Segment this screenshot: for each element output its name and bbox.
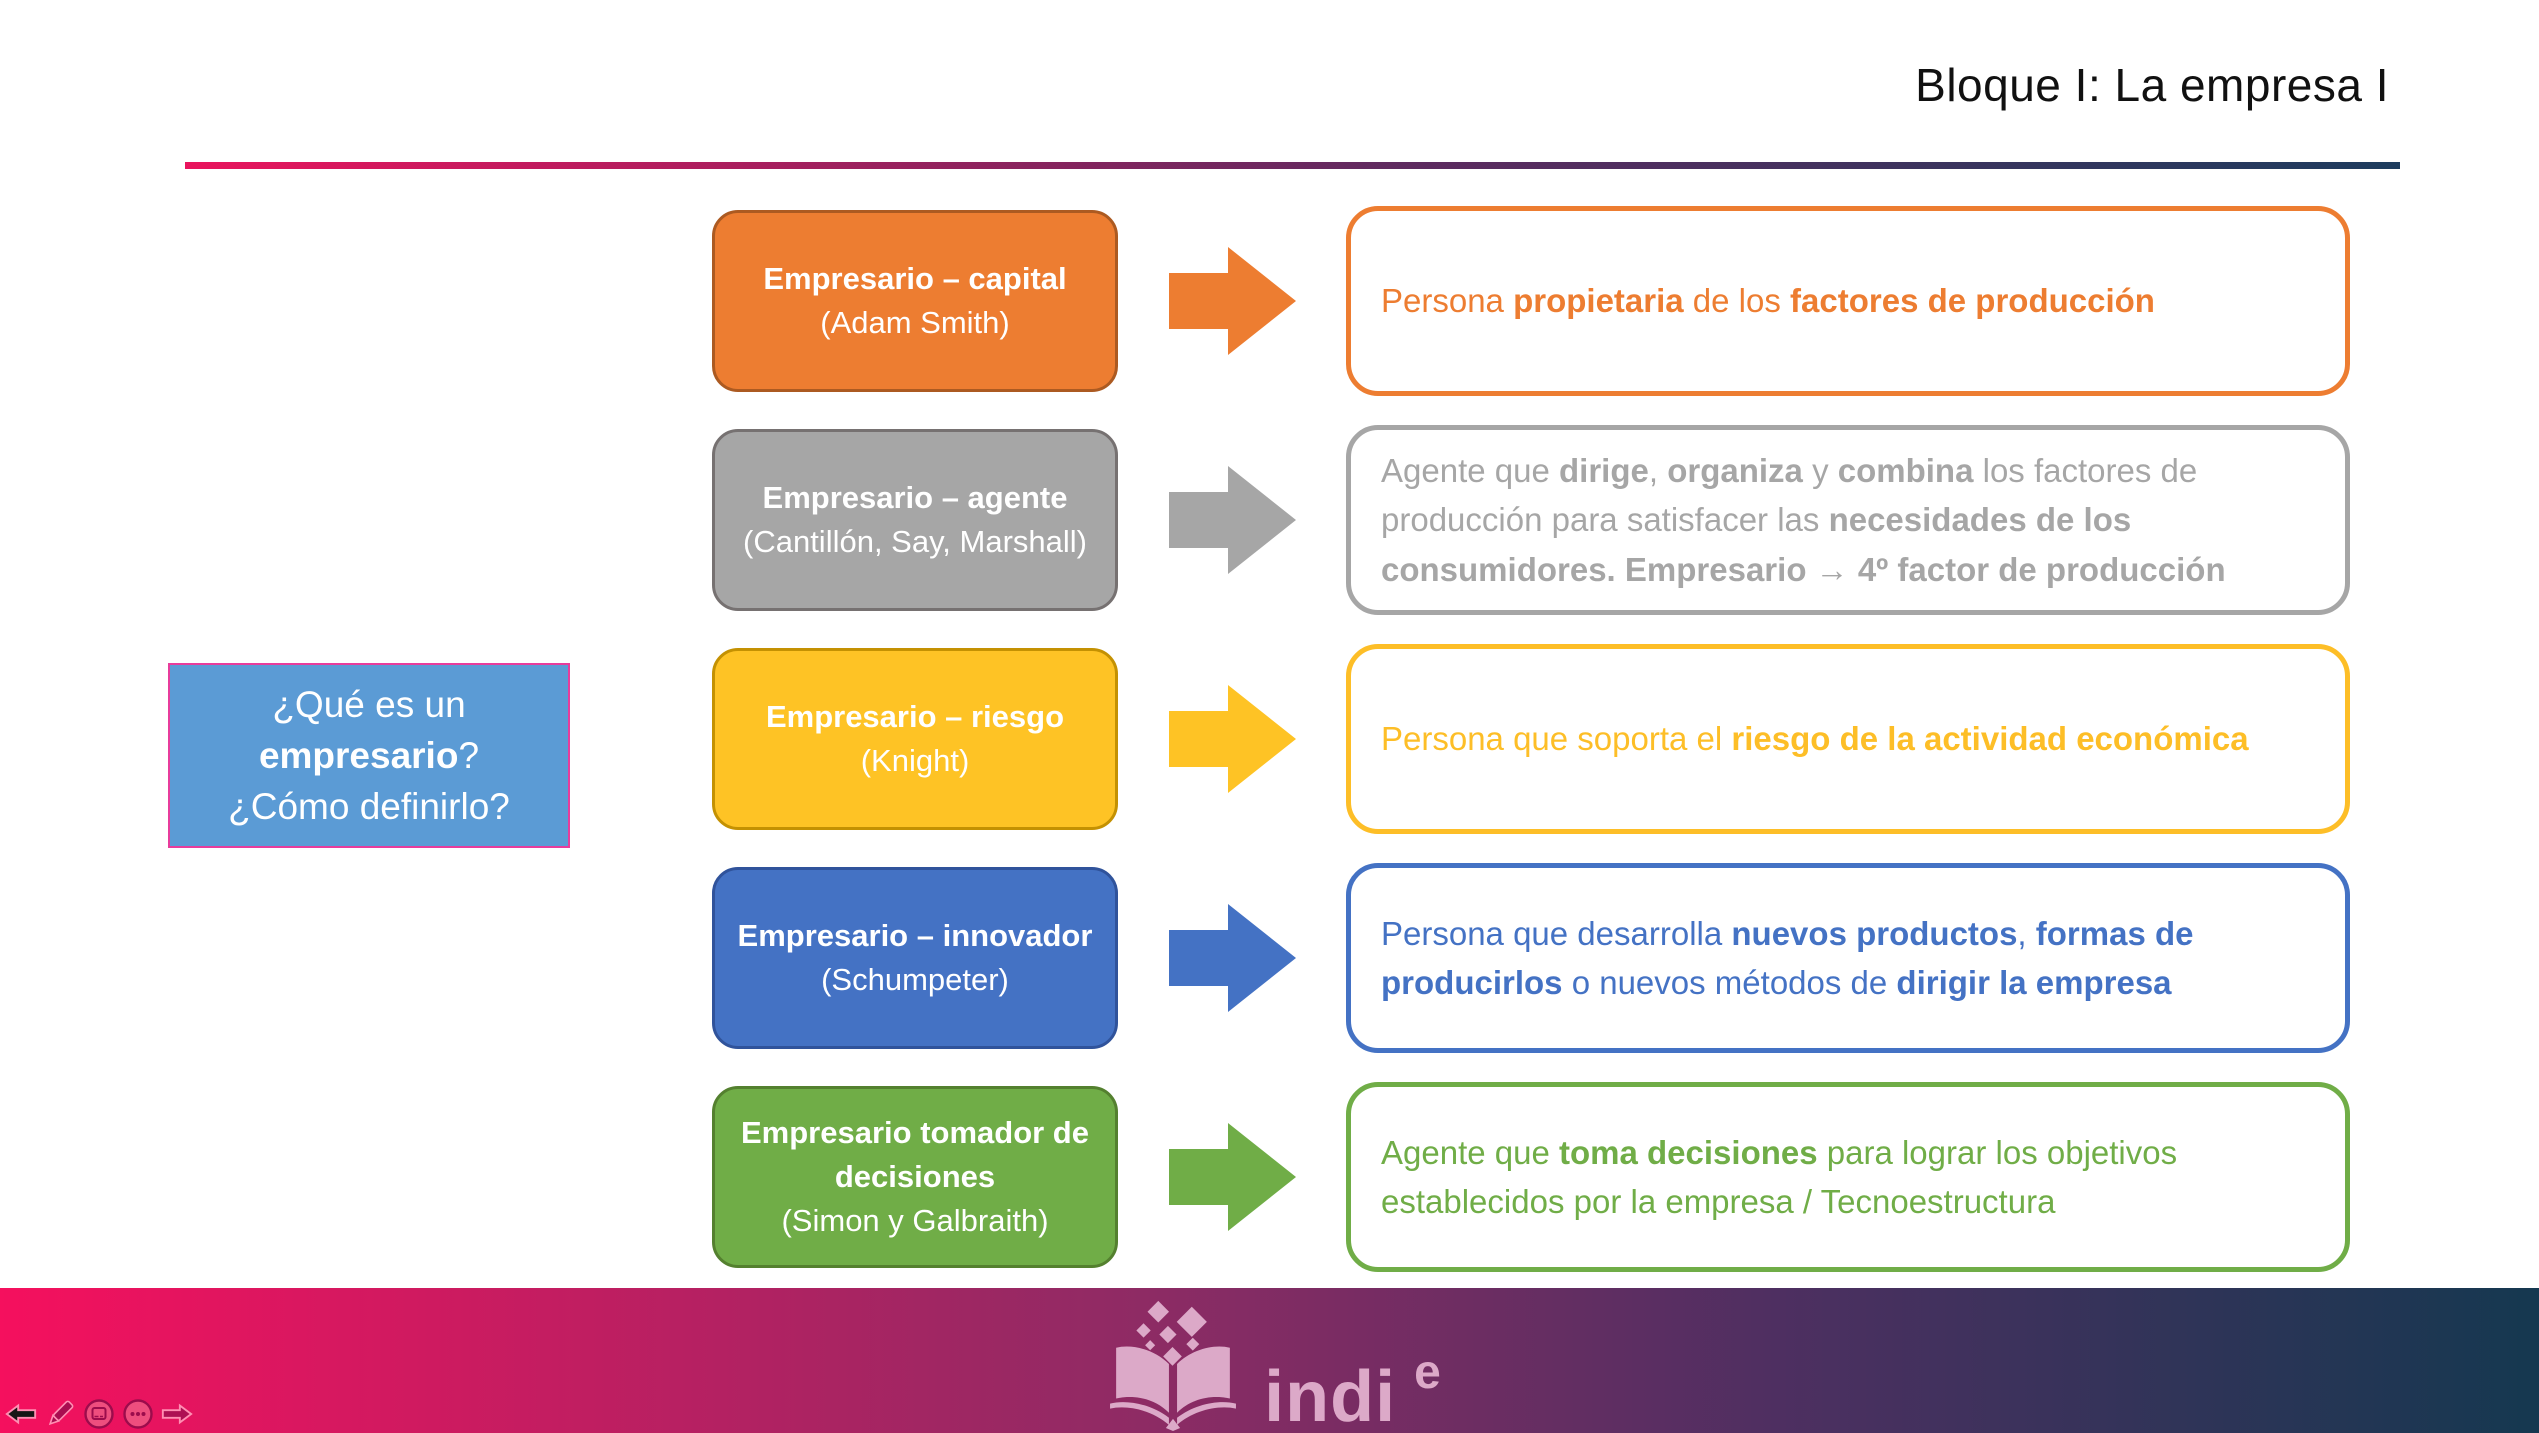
definition-text: Persona que soporta el riesgo de la acti… <box>1381 720 2249 758</box>
arrow-right-icon <box>1168 685 1296 793</box>
arrow-cell <box>1118 863 1346 1053</box>
concept-box: Empresario – innovador (Schumpeter) <box>712 867 1118 1049</box>
concept-box: Empresario – capital (Adam Smith) <box>712 210 1118 392</box>
ellipsis-icon <box>123 1399 153 1429</box>
title-divider-line <box>185 162 2400 169</box>
logo-superscript: e <box>1414 1345 1441 1399</box>
definition-row: Empresario – capital (Adam Smith) Person… <box>712 206 2350 396</box>
definition-box: Agente que dirige, organiza y combina lo… <box>1346 425 2350 615</box>
concept-name: Empresario tomador de decisiones <box>741 1114 1089 1194</box>
more-options-button[interactable] <box>121 1397 155 1431</box>
open-book-icon <box>1110 1300 1237 1431</box>
concept-author: (Schumpeter) <box>821 962 1009 997</box>
prev-arrow-icon <box>5 1403 37 1425</box>
concept-author: (Simon y Galbraith) <box>781 1203 1049 1238</box>
definition-text: Persona que desarrolla nuevos productos,… <box>1381 914 2194 1002</box>
logo-text: indi <box>1264 1357 1397 1433</box>
definition-text: Agente que toma decisiones para lograr l… <box>1381 1133 2178 1221</box>
prev-slide-button[interactable] <box>4 1397 38 1431</box>
definition-box: Persona que soporta el riesgo de la acti… <box>1346 644 2350 834</box>
arrow-right-icon <box>1168 247 1296 355</box>
definition-box: Persona propietaria de los factores de p… <box>1346 206 2350 396</box>
concept-author: (Knight) <box>860 743 970 778</box>
arrow-cell <box>1118 1082 1346 1272</box>
definition-box: Agente que toma decisiones para lograr l… <box>1346 1082 2350 1272</box>
footer-band: indi e <box>0 1288 2539 1433</box>
definition-box: Persona que desarrolla nuevos productos,… <box>1346 863 2350 1053</box>
arrow-right-icon <box>1168 904 1296 1012</box>
page-title: Bloque I: La empresa I <box>1915 59 2389 111</box>
show-all-slides-button[interactable] <box>82 1397 116 1431</box>
concept-box: Empresario – agente (Cantillón, Say, Mar… <box>712 429 1118 611</box>
show-slides-icon <box>84 1399 114 1429</box>
concept-author: (Adam Smith) <box>820 305 1010 340</box>
concept-box: Empresario tomador de decisiones (Simon … <box>712 1086 1118 1268</box>
definition-text: Agente que dirige, organiza y combina lo… <box>1381 451 2226 588</box>
arrow-cell <box>1118 644 1346 834</box>
definition-row: Empresario – agente (Cantillón, Say, Mar… <box>712 425 2350 615</box>
concept-box: Empresario – riesgo (Knight) <box>712 648 1118 830</box>
definition-row: Empresario – innovador (Schumpeter) Pers… <box>712 863 2350 1053</box>
next-arrow-icon <box>161 1403 193 1425</box>
concept-name: Empresario – capital <box>763 260 1067 296</box>
arrow-cell <box>1118 425 1346 615</box>
definition-text: Persona propietaria de los factores de p… <box>1381 282 2155 320</box>
arrow-right-icon <box>1168 1123 1296 1231</box>
definition-row: Empresario tomador de decisiones (Simon … <box>712 1082 2350 1272</box>
concept-author: (Cantillón, Say, Marshall) <box>743 524 1087 559</box>
concept-name: Empresario – agente <box>762 479 1068 515</box>
pen-icon <box>48 1400 74 1426</box>
definition-row: Empresario – riesgo (Knight) Persona que… <box>712 644 2350 834</box>
arrow-right-icon <box>1168 466 1296 574</box>
arrow-cell <box>1118 206 1346 396</box>
pen-tool-button[interactable] <box>43 1397 77 1431</box>
rows: Empresario – capital (Adam Smith) Person… <box>712 0 2350 1433</box>
next-slide-button[interactable] <box>160 1397 194 1431</box>
concept-name: Empresario – riesgo <box>765 698 1065 734</box>
concept-name: Empresario – innovador <box>737 917 1093 953</box>
presenter-controls <box>4 1397 194 1431</box>
indie-logo: indi e <box>1098 1299 1441 1433</box>
